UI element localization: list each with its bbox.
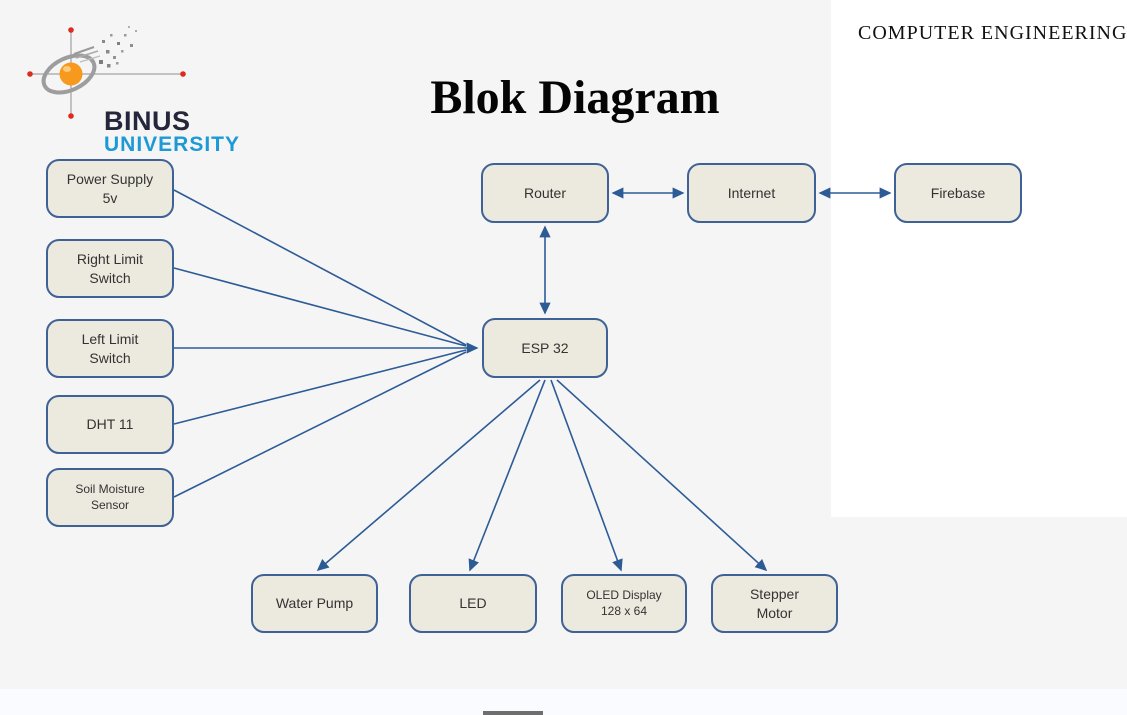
node-dht11: DHT 11 (46, 395, 174, 454)
next-page-edge-bar (483, 711, 543, 715)
page-title: Blok Diagram (430, 71, 720, 124)
node-soil-moisture-sensor: Soil Moisture Sensor (46, 468, 174, 527)
edge-esp32-led (468, 379, 546, 572)
edge-esp32-stepper (556, 379, 768, 572)
edge-power-supply-esp32 (173, 189, 467, 346)
node-router: Router (481, 163, 609, 223)
course-title: COMPUTER ENGINEERING (858, 22, 1127, 44)
edge-soil-esp32 (173, 351, 467, 498)
edge-esp32-oled (550, 379, 623, 572)
node-led: LED (409, 574, 537, 633)
node-oled-display: OLED Display 128 x 64 (561, 574, 687, 633)
node-water-pump: Water Pump (251, 574, 378, 633)
node-stepper-motor: Stepper Motor (711, 574, 838, 633)
binus-logo-mark-icon (27, 26, 186, 119)
logo-wordmark-university: UNIVERSITY (104, 133, 241, 156)
top-right-white-panel (831, 0, 1127, 517)
edge-esp32-water-pump (316, 379, 541, 572)
node-left-limit-switch: Left Limit Switch (46, 319, 174, 378)
bottom-page-gap (0, 689, 1127, 715)
logo-wordmark-binus: BINUS (104, 106, 191, 136)
edge-right-limit-esp32 (173, 267, 467, 347)
edge-dht11-esp32 (173, 349, 467, 425)
node-right-limit-switch: Right Limit Switch (46, 239, 174, 298)
node-internet: Internet (687, 163, 816, 223)
node-esp32: ESP 32 (482, 318, 608, 378)
node-power-supply: Power Supply 5v (46, 159, 174, 218)
binus-university-logo: BINUS UNIVERSITY (20, 20, 240, 156)
node-firebase: Firebase (894, 163, 1022, 223)
